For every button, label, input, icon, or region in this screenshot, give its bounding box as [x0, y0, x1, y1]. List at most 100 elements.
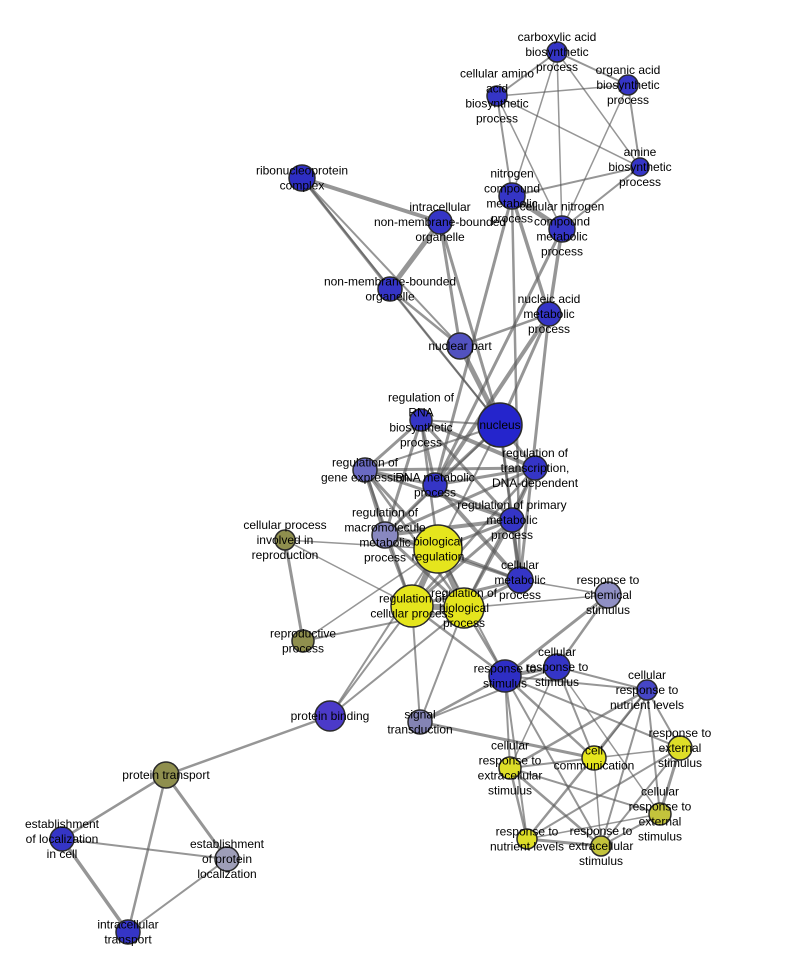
- edge-oa-caa: [496, 84, 629, 97]
- edge-crs-cre: [509, 666, 558, 769]
- node-rnam[interactable]: RNA metabolic process: [422, 472, 448, 498]
- node-cpir[interactable]: cellular process involved in reproductio…: [274, 529, 296, 551]
- node-rext[interactable]: response to extracellular stimulus: [590, 835, 612, 857]
- edge-pt-elc: [60, 773, 168, 841]
- node-nmb[interactable]: non-membrane-bounded organelle: [377, 276, 403, 302]
- edge-inmb-nuc: [438, 220, 502, 427]
- edge-rcs-crs: [555, 593, 610, 669]
- edge-cncm-rnam: [433, 227, 564, 487]
- node-rpm[interactable]: regulation of primary metabolic process: [499, 507, 525, 533]
- node-rge[interactable]: regulation of gene expression: [352, 457, 378, 483]
- node-elc[interactable]: establishment of localization in cell: [49, 826, 75, 852]
- edge-ca-cncm: [556, 51, 563, 230]
- node-nuc[interactable]: nucleus: [477, 402, 523, 448]
- edge-elc-epl: [61, 838, 228, 860]
- node-oa[interactable]: organic acid biosynthetic process: [617, 74, 639, 96]
- edge-am-ncm: [511, 166, 641, 197]
- edge-nuc-rge: [364, 424, 501, 471]
- edge-rrb-rt: [419, 418, 537, 470]
- edge-inmb-np: [438, 220, 462, 348]
- node-am[interactable]: amine biosynthetic process: [630, 157, 650, 177]
- edge-crn-cre: [508, 688, 649, 770]
- node-rmm[interactable]: regulation of macromolecule metabolic pr…: [371, 521, 399, 549]
- edge-crn-cc: [593, 689, 648, 759]
- edge-pb-br: [329, 548, 439, 717]
- node-cmp[interactable]: cellular metabolic process: [506, 566, 534, 594]
- edge-pt-it: [126, 773, 168, 934]
- node-ncm[interactable]: nitrogen compound metabolic process: [498, 182, 526, 210]
- node-rbp[interactable]: regulation of biological process: [443, 587, 485, 629]
- node-epl[interactable]: establishment of protein localization: [214, 846, 240, 872]
- edge-cpir-rcp: [284, 539, 413, 607]
- edge-oa-cncm: [561, 84, 629, 230]
- edge-cpir-rp: [283, 538, 305, 643]
- node-np[interactable]: nuclear part: [446, 332, 474, 360]
- edge-crs-crn: [556, 666, 648, 691]
- node-crn[interactable]: cellular response to nutrient levels: [636, 679, 658, 701]
- node-rn[interactable]: response to nutrient levels: [516, 828, 538, 850]
- node-rs[interactable]: response to stimulus: [488, 659, 522, 693]
- node-cre[interactable]: cellular response to extracellular stimu…: [498, 756, 522, 780]
- edge-rt-rge: [363, 466, 537, 472]
- node-rrb[interactable]: regulation of RNA biosynthetic process: [409, 408, 433, 432]
- edge-rs-crn: [504, 675, 648, 691]
- node-rcs[interactable]: response to chemical stimulus: [594, 581, 622, 609]
- edge-cre-rn: [508, 766, 529, 841]
- node-crex[interactable]: cellular response to external stimulus: [648, 802, 672, 826]
- edge-cc-cre: [509, 757, 595, 769]
- edge-cre-crex: [509, 767, 661, 815]
- edge-rp-rbp: [302, 607, 465, 642]
- edge-cc-rext: [593, 757, 602, 847]
- edge-nam-cmp: [518, 312, 551, 582]
- edge-rge-rbp: [363, 468, 466, 610]
- edge-caa-am: [496, 95, 641, 168]
- node-crs[interactable]: cellular response to stimulus: [543, 653, 571, 681]
- node-rt[interactable]: regulation of transcription, DNA-depende…: [522, 455, 548, 481]
- node-rex[interactable]: response to external stimulus: [667, 735, 693, 761]
- nodes-layer: carboxylic acid biosynthetic process orga…: [49, 41, 693, 945]
- edge-rt-rcp: [410, 466, 537, 608]
- node-caa[interactable]: cellular amino acid biosynthetic process: [486, 85, 508, 107]
- edge-crs-cc: [556, 666, 595, 759]
- edge-rnp-np: [301, 177, 461, 347]
- edge-pb-rcp: [329, 605, 413, 717]
- node-it[interactable]: intracellular transport: [115, 919, 141, 945]
- edge-rex-rn: [526, 747, 681, 840]
- edge-ca-ncm: [511, 51, 558, 197]
- edge-rcs-rbp: [463, 594, 609, 609]
- edge-rs-cc: [503, 674, 596, 760]
- edge-nmb-np: [388, 287, 462, 348]
- edge-cre-rext: [508, 766, 603, 848]
- edge-cc-st: [418, 720, 596, 760]
- edge-oa-am: [627, 84, 641, 168]
- edge-crs-st: [419, 666, 558, 723]
- node-rcp[interactable]: regulation of cellular process: [390, 584, 434, 628]
- node-br[interactable]: biological regulation: [413, 524, 463, 574]
- edge-rnam-rpm: [433, 483, 514, 522]
- edge-caa-cncm: [496, 95, 563, 230]
- node-st[interactable]: signal transduction: [407, 709, 433, 735]
- edge-rnp-inmb: [300, 176, 442, 224]
- edge-rp-br: [302, 548, 439, 642]
- edge-nmb-nuc: [389, 288, 501, 426]
- edge-rex-cc: [593, 747, 681, 759]
- edge-rs-rext: [504, 675, 602, 847]
- node-rnp[interactable]: ribonucleoprotein complex: [288, 164, 316, 192]
- node-cc[interactable]: cell communication: [581, 745, 607, 771]
- edge-elc-it: [60, 837, 130, 934]
- edge-cncm-nam: [547, 227, 564, 316]
- node-ca[interactable]: carboxylic acid biosynthetic process: [546, 41, 568, 63]
- node-pt[interactable]: protein transport: [152, 761, 180, 789]
- edge-rn-crex: [526, 813, 661, 840]
- node-pb[interactable]: protein binding: [314, 700, 346, 732]
- edge-crn-rext: [600, 689, 648, 847]
- edge-ca-oa: [556, 51, 629, 86]
- edge-rcs-cmp: [519, 579, 609, 596]
- node-cncm[interactable]: cellular nitrogen compound metabolic pro…: [548, 215, 576, 243]
- node-rp[interactable]: reproductive process: [291, 629, 315, 653]
- node-inmb[interactable]: intracellular non-membrane-bounded organ…: [427, 209, 453, 235]
- edge-rpm-rcp: [410, 518, 514, 608]
- node-nam[interactable]: nucleic acid metabolic process: [536, 301, 562, 327]
- edge-rn-rext: [525, 837, 603, 848]
